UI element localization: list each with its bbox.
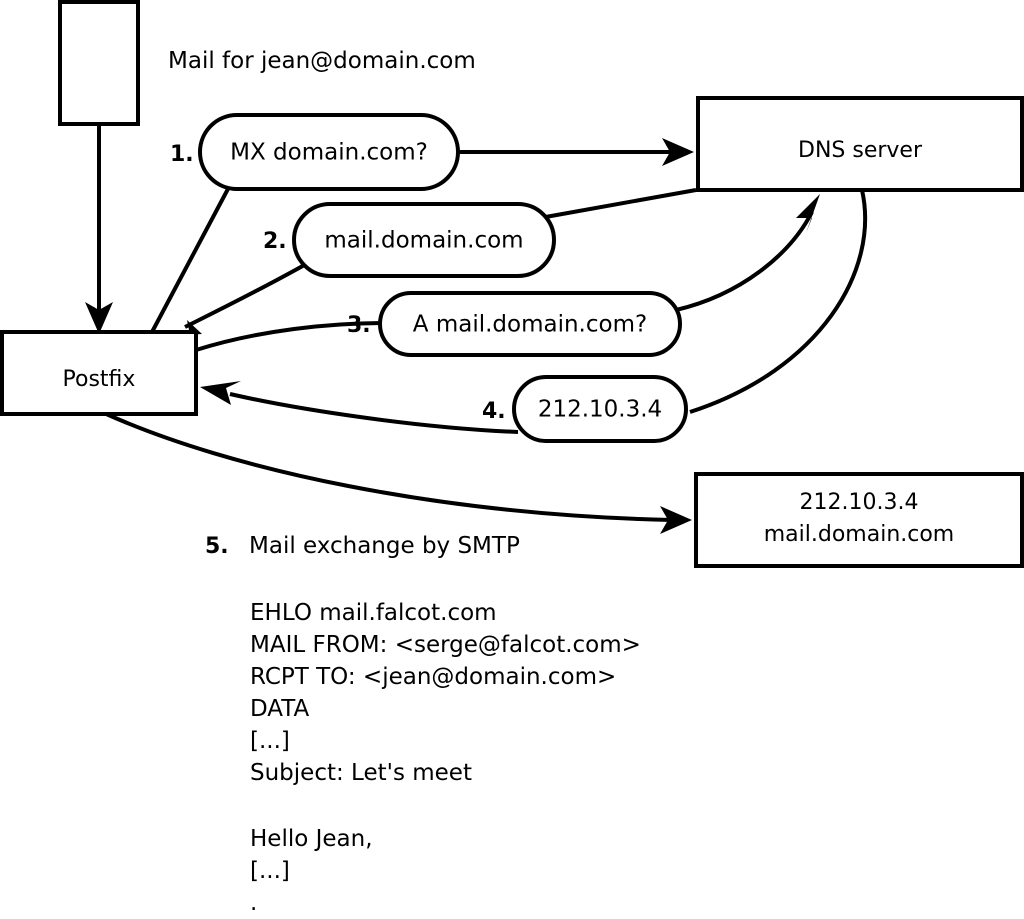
connector-postfix-to-step3 xyxy=(195,321,387,352)
smtp-line: . xyxy=(250,890,257,916)
target-mail-server-box: 212.10.3.4 mail.domain.com xyxy=(694,472,1024,568)
smtp-line: [...] xyxy=(250,728,290,754)
connector-step4-to-postfix xyxy=(200,381,519,434)
connector-postfix-to-target xyxy=(103,411,692,534)
smtp-line: RCPT TO: <jean@domain.com> xyxy=(250,664,616,690)
step-bubble-4-label: 212.10.3.4 xyxy=(538,397,662,423)
smtp-line: EHLO mail.falcot.com xyxy=(250,600,497,626)
step-number-5: 5. xyxy=(205,534,229,559)
step-number-3: 3. xyxy=(347,313,371,338)
step-bubble-3-label: A mail.domain.com? xyxy=(413,312,647,338)
step-bubble-2: mail.domain.com xyxy=(292,202,556,278)
step-bubble-1: MX domain.com? xyxy=(198,113,460,191)
connector-step3-to-dns xyxy=(675,194,820,312)
postfix-box: Postfix xyxy=(0,330,198,416)
mail-for-note: Mail for jean@domain.com xyxy=(168,48,476,74)
sender-box xyxy=(58,0,140,126)
step-5-label: Mail exchange by SMTP xyxy=(249,533,520,559)
dns-server-box: DNS server xyxy=(696,96,1024,192)
target-mail-server-hostname: mail.domain.com xyxy=(764,522,955,547)
step-bubble-4: 212.10.3.4 xyxy=(512,375,688,443)
smtp-line: DATA xyxy=(250,696,310,722)
smtp-line: MAIL FROM: <serge@falcot.com> xyxy=(250,632,641,658)
step-number-1: 1. xyxy=(170,142,194,167)
smtp-line: [...] xyxy=(250,858,290,884)
step-bubble-3: A mail.domain.com? xyxy=(378,291,682,357)
smtp-line: Subject: Let's meet xyxy=(250,760,472,786)
step-number-2: 2. xyxy=(263,229,287,254)
dns-server-box-label: DNS server xyxy=(798,138,923,163)
smtp-line: Hello Jean, xyxy=(250,826,373,852)
step-number-4: 4. xyxy=(482,399,506,424)
target-mail-server-ip: 212.10.3.4 xyxy=(800,490,919,515)
postfix-box-label: Postfix xyxy=(63,367,136,392)
step-bubble-1-label: MX domain.com? xyxy=(230,140,428,166)
connector-sender-to-postfix xyxy=(85,124,113,334)
connector-dns-to-step4 xyxy=(689,189,868,414)
connector-dns-to-step2 xyxy=(539,188,697,220)
connector-postfix-to-step1 xyxy=(150,186,231,333)
step-bubble-2-label: mail.domain.com xyxy=(324,228,523,254)
connector-step1-to-dns xyxy=(456,138,694,166)
